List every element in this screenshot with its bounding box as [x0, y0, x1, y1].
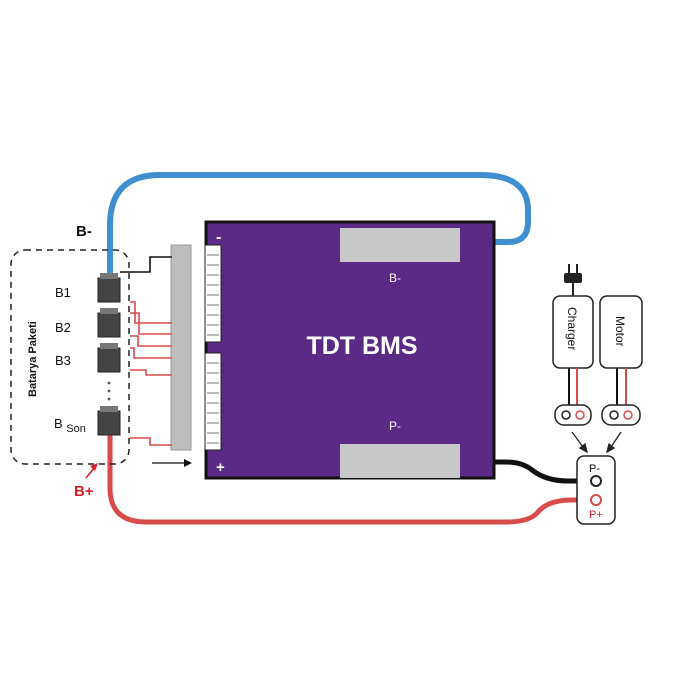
cell-b3: [97, 343, 121, 373]
label-cell-b2: B2: [55, 320, 71, 335]
bms-minus-sign: -: [216, 229, 221, 246]
cell-b2: [97, 308, 121, 338]
bms-board: [204, 220, 496, 480]
red-b-plus-wire: [107, 429, 601, 525]
cell-gap-dots: [107, 381, 111, 401]
label-battery-pack: Batarya Paketi: [27, 321, 39, 397]
cell-bson: [97, 406, 121, 436]
black-p-minus-wire: [457, 459, 601, 484]
output-terminal-block: [576, 455, 616, 525]
terminal-p-plus: [590, 494, 602, 506]
charger-body: [552, 295, 594, 369]
label-cell-bson-main: B: [54, 416, 63, 431]
charger-connector: [554, 404, 592, 426]
terminal-p-minus-label: P-: [589, 463, 600, 475]
bms-pad-p-minus: [340, 444, 460, 478]
balance-sense-wires: [120, 256, 172, 446]
label-b-minus-top: B-: [76, 223, 92, 240]
bms-pad-b-minus-label: B-: [389, 271, 401, 285]
label-cell-b3: B3: [55, 353, 71, 368]
label-b-plus-bottom: B+: [74, 483, 94, 500]
battery-pack-outline: [10, 249, 130, 465]
balance-connector-strip: [170, 244, 192, 451]
connector-to-terminal-arrows: [571, 431, 622, 454]
label-cell-bson-sub: Son: [66, 423, 86, 435]
blue-b-minus-wire: [107, 172, 531, 275]
cell-b1: [97, 273, 121, 303]
bms-balance-socket: [204, 244, 222, 451]
bms-pad-b-minus: [340, 228, 460, 262]
b-plus-arrow: [85, 463, 98, 479]
motor-body: [599, 295, 643, 369]
label-cell-bson: B Son: [54, 416, 86, 435]
bms-title: TDT BMS: [306, 332, 417, 360]
bms-pad-p-minus-label: P-: [389, 419, 401, 433]
connector-arrow: [152, 459, 192, 467]
motor-connector: [601, 404, 641, 426]
motor-label: Motor: [613, 316, 627, 347]
terminal-p-plus-label: P+: [589, 509, 603, 521]
bms-plus-sign: +: [216, 459, 225, 476]
terminal-p-minus: [590, 475, 602, 487]
charger-plug-icon: [564, 264, 582, 297]
label-cell-b1: B1: [55, 285, 71, 300]
charger-label: Charger: [565, 307, 579, 350]
